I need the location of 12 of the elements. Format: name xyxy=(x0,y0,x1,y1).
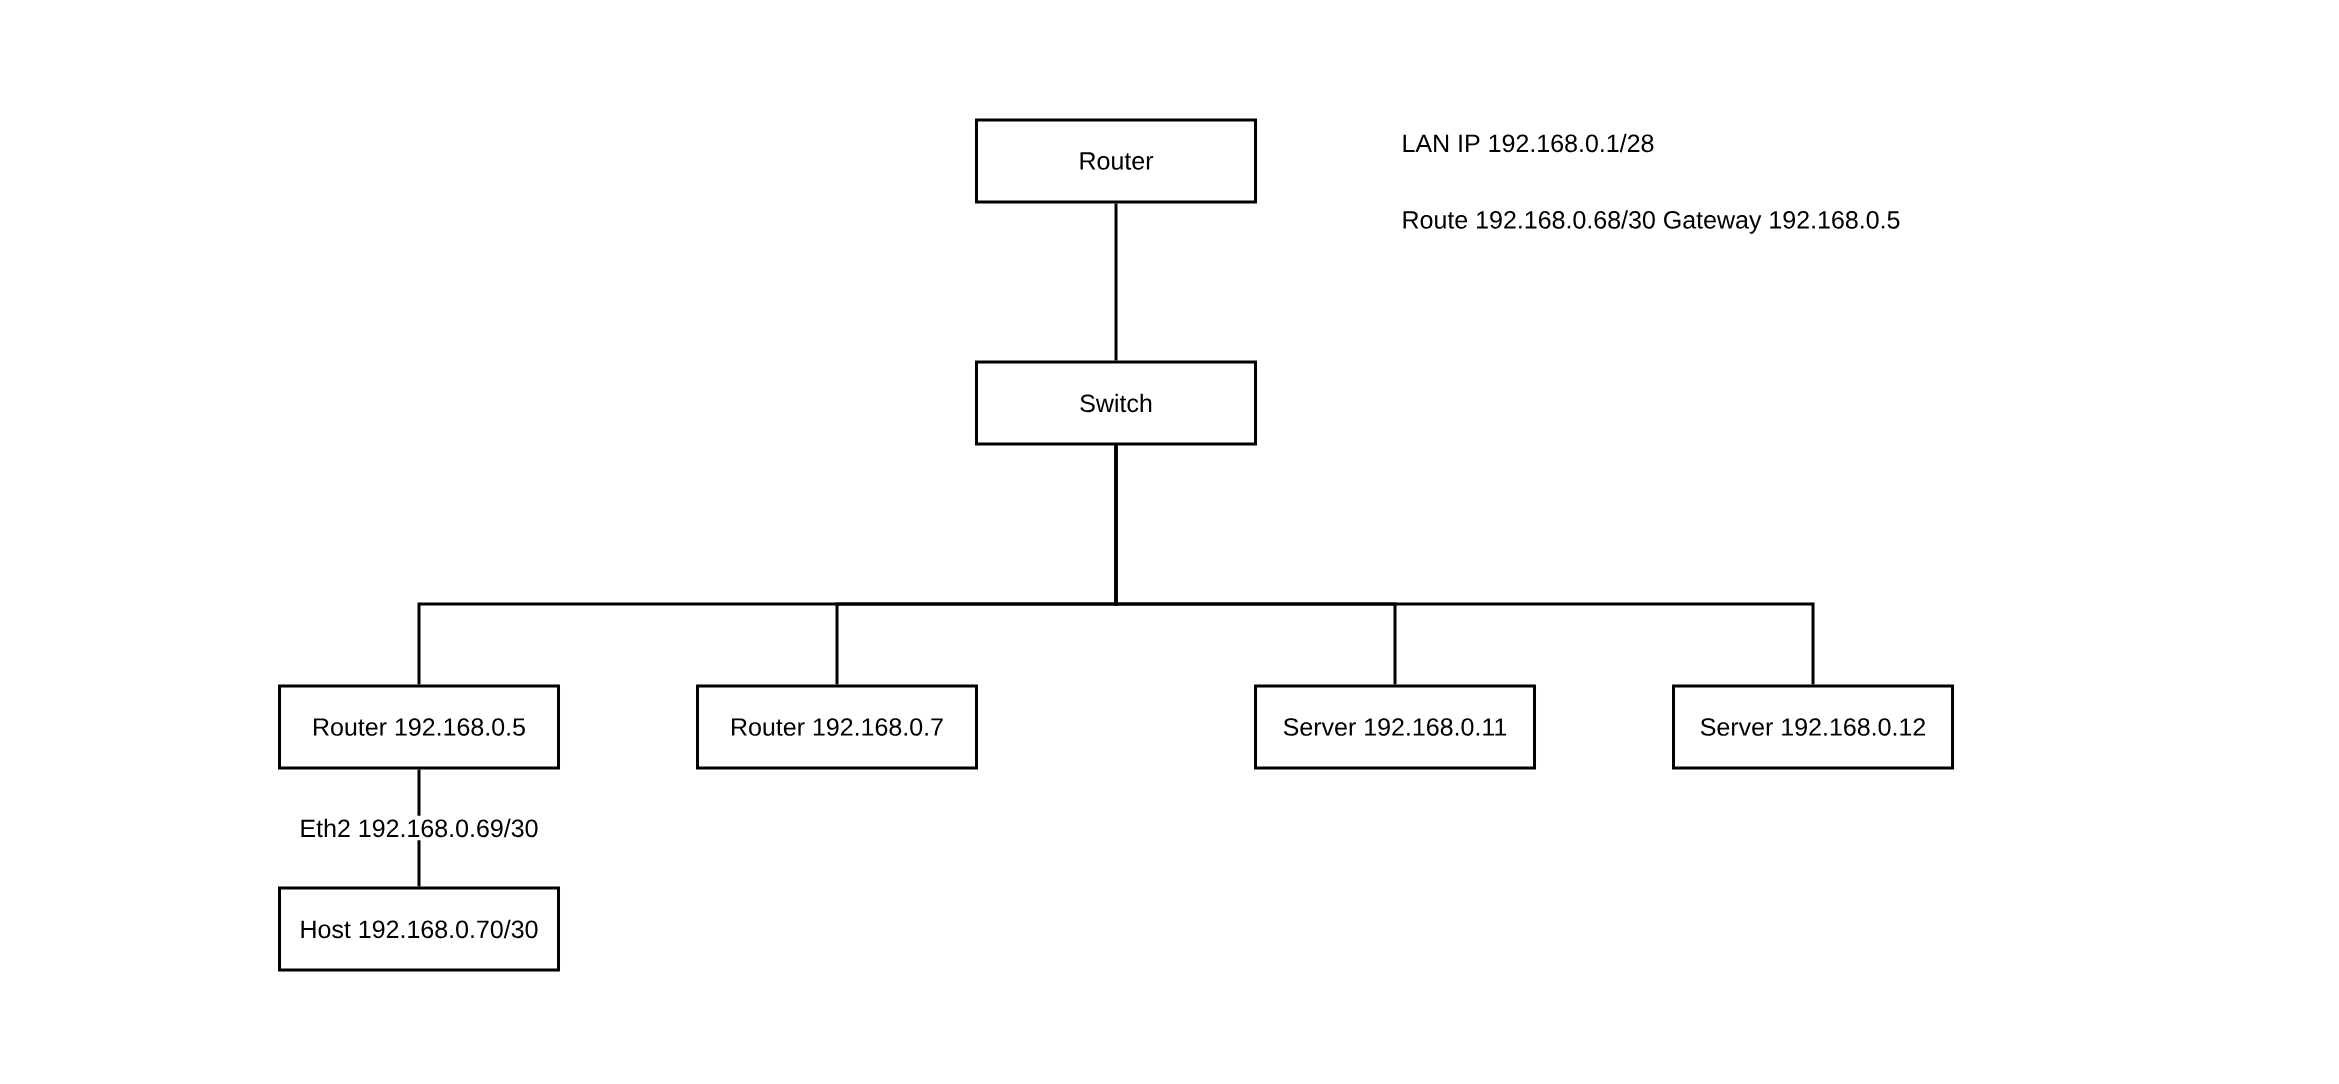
device-box: Server 192.168.0.11 xyxy=(1254,684,1536,770)
connector-line xyxy=(1114,445,1815,685)
note-text: Route 192.168.0.68/30 Gateway 192.168.0.5 xyxy=(1403,210,1900,234)
edge-label: Eth2 192.168.0.69/30 xyxy=(296,815,542,841)
device-box: Server 192.168.0.12 xyxy=(1672,684,1955,770)
connector-line xyxy=(1114,203,1118,361)
note-text: LAN IP 192.168.0.1/28 xyxy=(1403,133,1654,153)
device-box: Router 192.168.0.7 xyxy=(696,684,978,770)
device-box: Host 192.168.0.70/30 xyxy=(278,886,560,972)
device-box: Router xyxy=(975,118,1257,204)
device-box: Switch xyxy=(975,360,1257,446)
device-box: Router 192.168.0.5 xyxy=(278,684,560,770)
